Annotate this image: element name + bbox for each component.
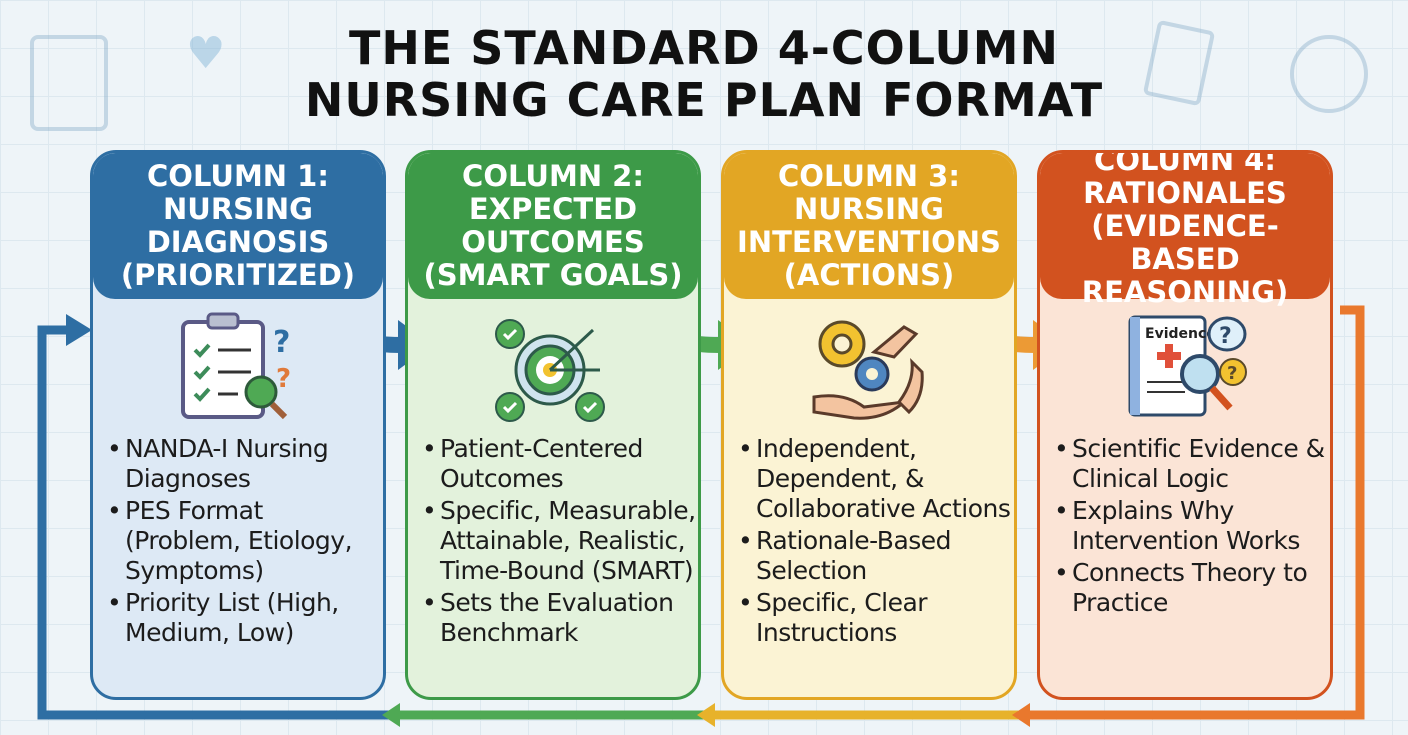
svg-text:?: ? [1227,363,1237,384]
svg-text:?: ? [273,325,290,360]
bullet-item: Connects Theory to Practice [1054,558,1330,618]
column-heading-line: DIAGNOSIS [146,225,330,259]
column-heading-line: (EVIDENCE-BASED [1091,208,1279,276]
column-heading-line: COLUMN 3: [778,159,960,193]
page-title: THE STANDARD 4-COLUMN NURSING CARE PLAN … [0,22,1408,126]
column-heading-line: OUTCOMES [461,225,645,259]
column-heading-line: COLUMN 4: [1094,150,1276,177]
bullet-item: Priority List (High, Medium, Low) [107,588,383,648]
bullet-item: NANDA-I Nursing Diagnoses [107,434,383,494]
bullet-list: NANDA-I Nursing DiagnosesPES Format (Pro… [93,434,383,648]
column-heading-line: COLUMN 2: [462,159,644,193]
clipboard-chart-icon [30,35,108,131]
bullet-item: Specific, Measurable, Attainable, Realis… [422,496,698,586]
column-heading-line: (PRIORITIZED) [120,258,356,292]
bullet-list: Patient-Centered OutcomesSpecific, Measu… [408,434,698,648]
column-heading-line: REASONING) [1081,274,1289,309]
svg-text:?: ? [1219,324,1232,349]
stethoscope-icon [1290,35,1368,113]
bullet-item: Sets the Evaluation Benchmark [422,588,698,648]
bullet-item: Independent, Dependent, & Collaborative … [738,434,1014,524]
title-line-1: THE STANDARD 4-COLUMN [348,21,1059,75]
clipboard-checklist-icon: ?? [93,299,383,434]
bullet-item: Specific, Clear Instructions [738,588,1014,648]
bullet-item: Patient-Centered Outcomes [422,434,698,494]
return-arrow-orange [1030,305,1365,720]
column-heading-line: NURSING [163,192,313,226]
svg-text:Evidence: Evidence [1145,326,1216,342]
column-heading-line: NURSING [794,192,944,226]
bullet-item: PES Format (Problem, Etiology, Symptoms) [107,496,383,586]
bullet-item: Explains Why Intervention Works [1054,496,1330,556]
svg-text:?: ? [276,364,291,394]
heart-icon: ♥ [186,28,226,79]
gears-hands-icon [724,299,1014,434]
column-heading-line: INTERVENTIONS [737,225,1001,259]
column-heading-line: COLUMN 1: [147,159,329,193]
return-arrow-blue [37,325,400,720]
column-heading-line: RATIONALES [1083,175,1287,210]
bullet-item: Scientific Evidence & Clinical Logic [1054,434,1330,494]
column-heading-line: EXPECTED [468,192,638,226]
evidence-book-icon: Evidence?? [1040,299,1330,434]
arrow-into-col1 [66,314,92,346]
bullet-list: Scientific Evidence & Clinical LogicExpl… [1040,434,1330,618]
bullet-list: Independent, Dependent, & Collaborative … [724,434,1014,648]
column-heading-line: (SMART GOALS) [423,258,683,292]
column-heading-line: (ACTIONS) [783,258,955,292]
target-arrows-icon [408,299,698,434]
title-line-2: NURSING CARE PLAN FORMAT [304,73,1104,127]
bullet-item: Rationale-Based Selection [738,526,1014,586]
